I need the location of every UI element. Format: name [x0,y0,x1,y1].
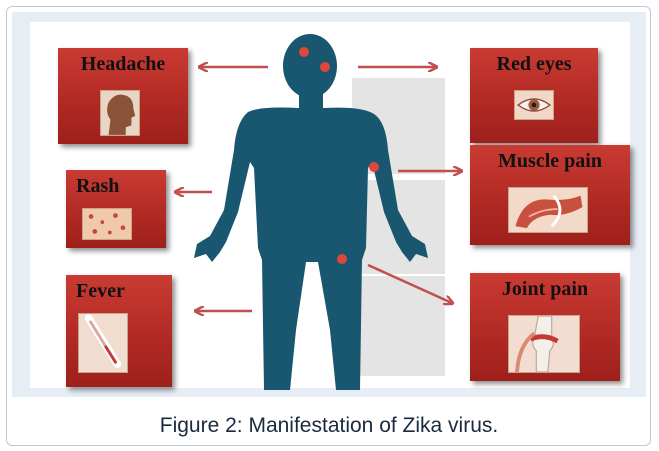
card-label-rash: Rash [76,175,166,198]
card-label-muscle-pain: Muscle pain [470,150,630,173]
card-headache: Headache [58,48,188,144]
thermometer-icon [78,313,128,373]
symptom-dot [337,254,347,264]
symptom-dot [299,47,309,57]
card-label-joint-pain: Joint pain [470,278,620,301]
arrow-to-joint-pain [368,265,452,303]
figure-caption: Figure 2: Manifestation of Zika virus. [7,414,651,438]
symptom-dot [369,162,379,172]
head-profile-icon [100,90,140,136]
symptom-dot [320,62,330,72]
card-label-fever: Fever [76,280,172,303]
card-fever: Fever [66,275,172,387]
caption-box: Figure 2: Manifestation of Zika virus. [7,400,651,445]
muscle-icon [508,187,588,233]
card-muscle-pain: Muscle pain [470,145,630,245]
card-red-eyes: Red eyes [470,48,598,143]
knee-joint-icon [508,315,580,373]
card-label-headache: Headache [58,53,188,76]
eye-icon [514,90,554,120]
human-body-silhouette [194,34,428,390]
card-rash: Rash [66,170,166,248]
card-joint-pain: Joint pain [470,273,620,381]
card-label-red-eyes: Red eyes [470,53,598,76]
skin-rash-icon [82,208,132,240]
